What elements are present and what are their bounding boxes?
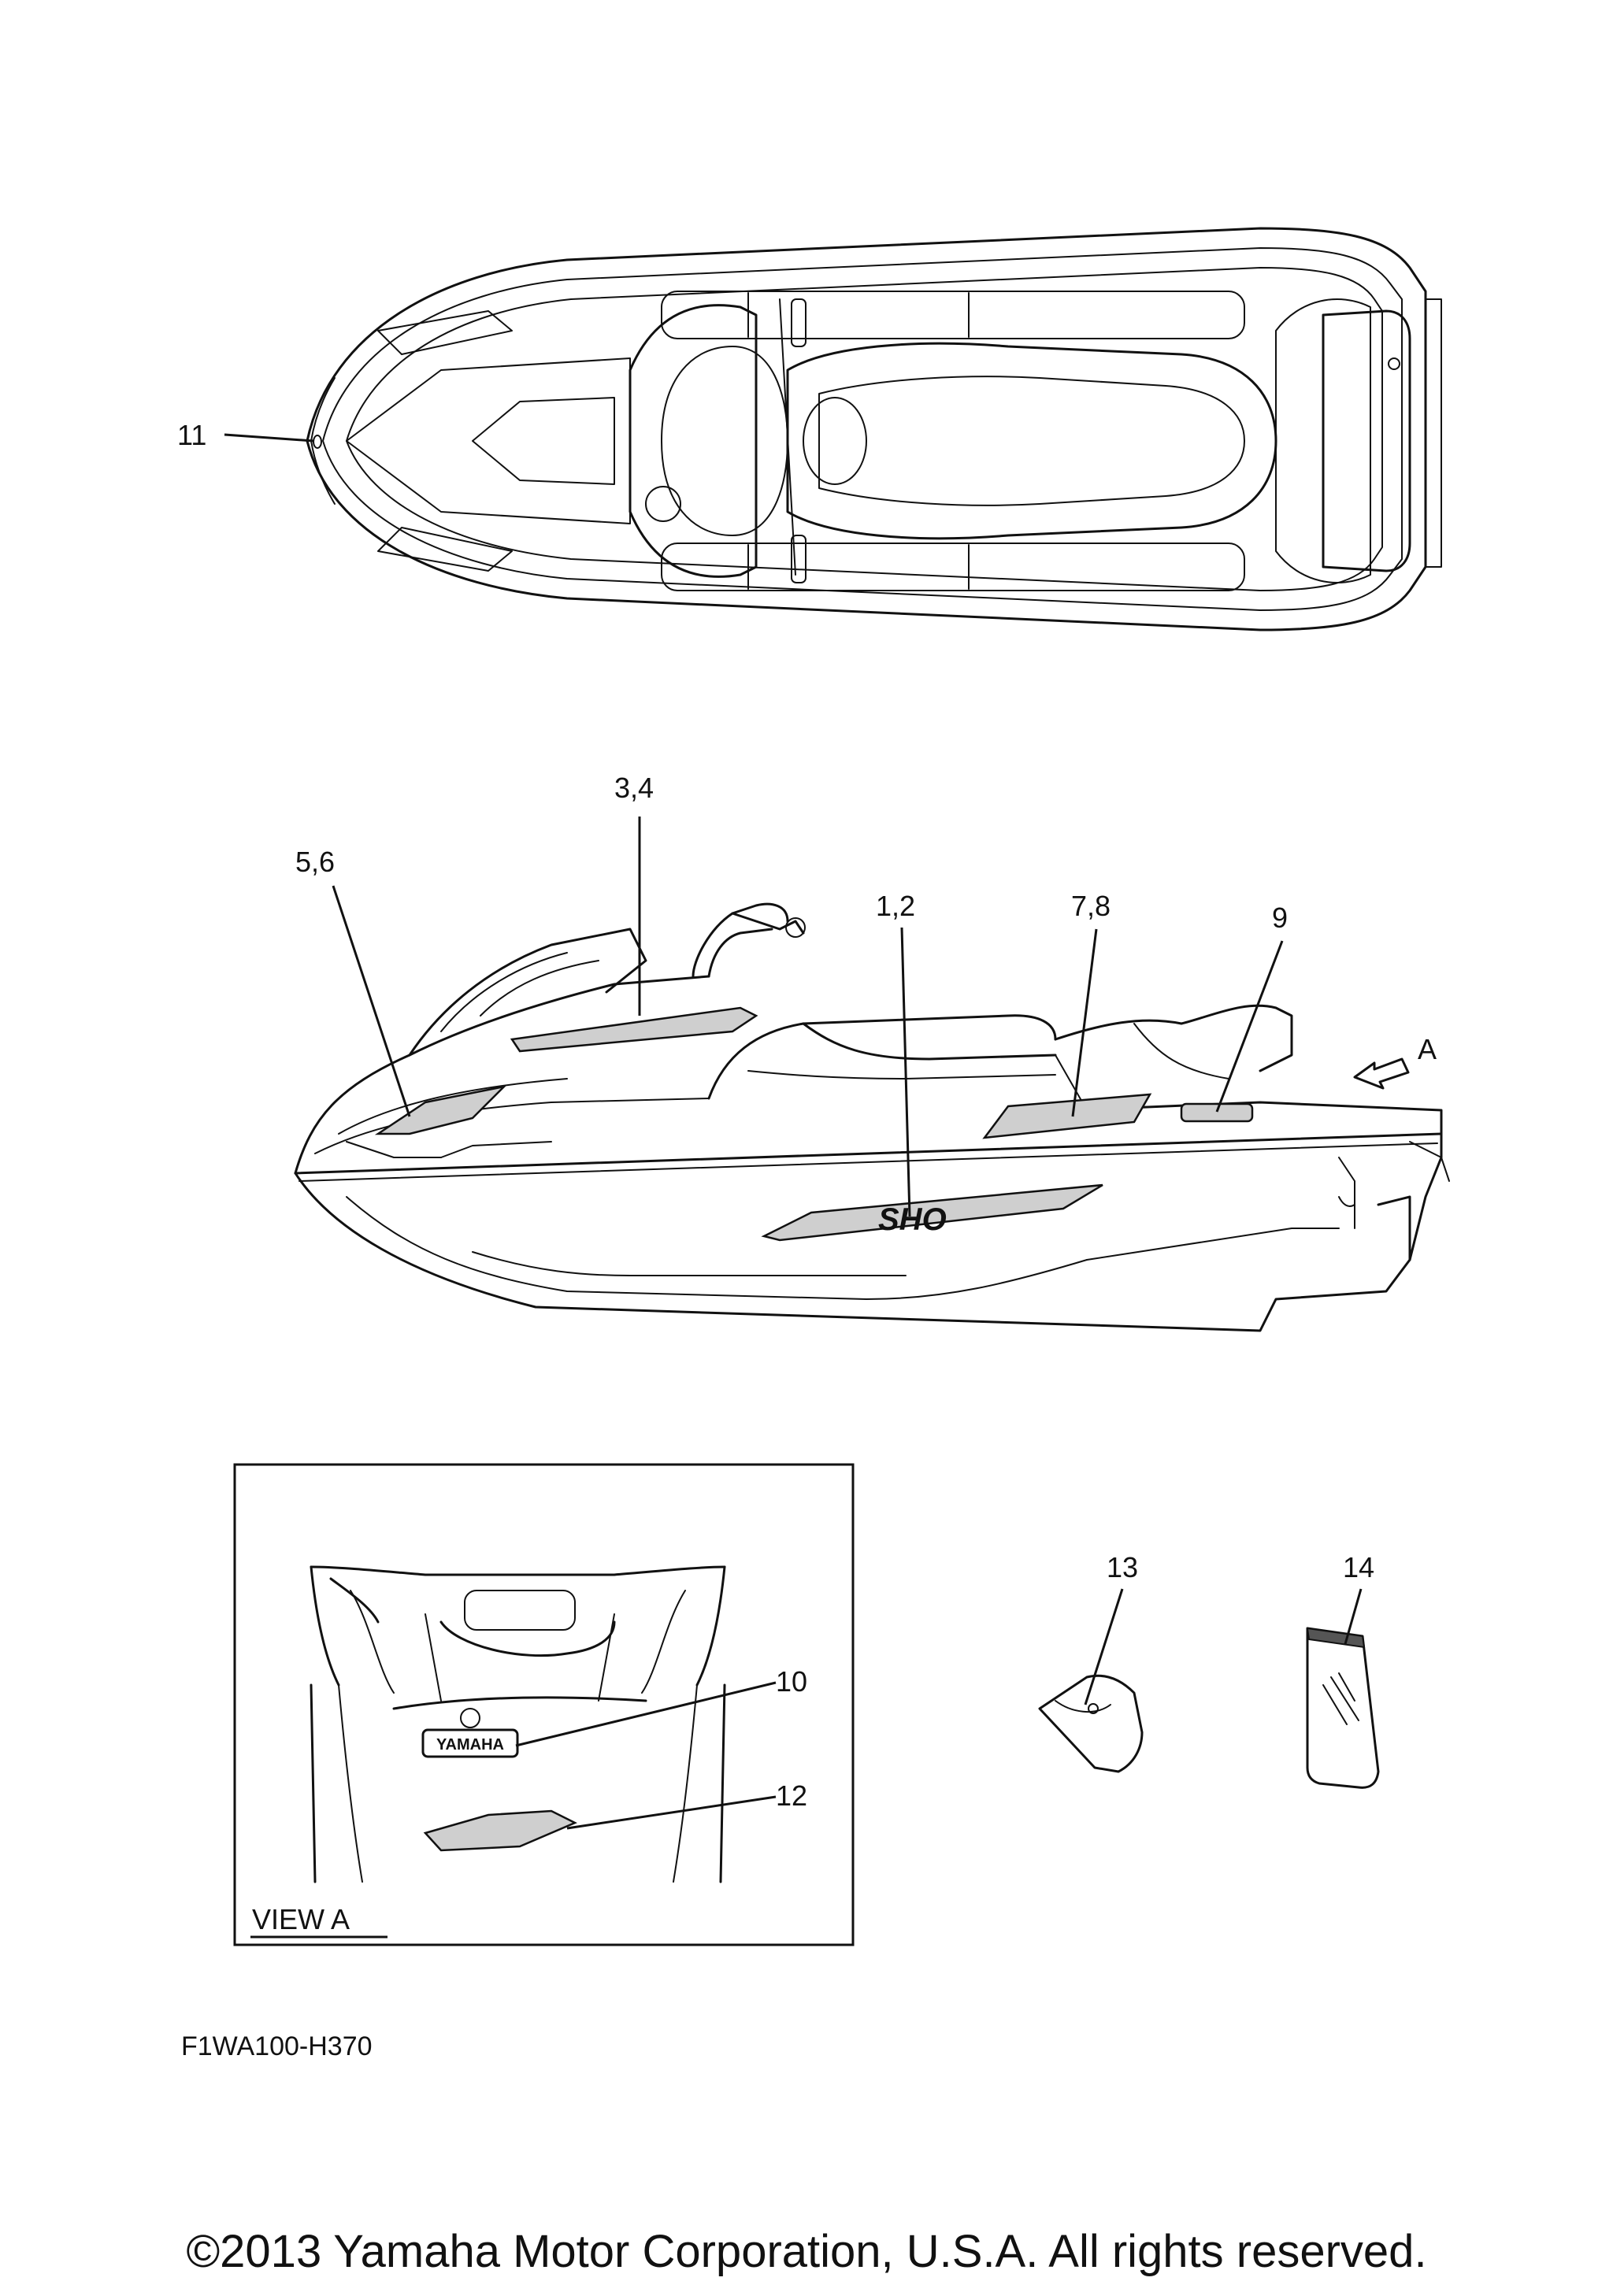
view-a-box: YAMAHA VIEW A [233,1463,855,1946]
callout-a: A [1418,1033,1437,1065]
top-view-watercraft [306,227,1442,631]
decal-9 [1180,1102,1254,1123]
callout-14: 14 [1343,1551,1374,1583]
callout-9: 9 [1272,902,1288,934]
decal-7-8 [982,1093,1152,1139]
callout-11: 11 [177,419,206,451]
item-12-decal [423,1809,577,1852]
diagram-code: F1WA100-H370 [181,2031,373,2061]
decal-5-6 [374,1084,507,1135]
callout-7-8: 7,8 [1071,890,1111,922]
copyright-notice: ©2013 Yamaha Motor Corporation, U.S.A. A… [186,2226,1427,2277]
item-14-bag [1306,1627,1380,1789]
item-11-bow-badge [313,435,322,449]
decal-3-4 [510,1006,758,1053]
leader-lines [224,433,1363,1830]
callout-10: 10 [776,1665,807,1698]
callout-12: 12 [776,1779,807,1812]
callout-5-6: 5,6 [295,846,335,878]
callout-3-4: 3,4 [614,772,654,804]
decal-1-2 [761,1183,1103,1242]
item-13-pouch [1038,1674,1144,1773]
callout-13: 13 [1107,1551,1138,1583]
view-a-label: VIEW A [252,1903,350,1935]
callout-1-2: 1,2 [876,890,915,922]
decal-sho-text: SHO [878,1202,947,1237]
yamaha-plate-text: YAMAHA [436,1736,504,1753]
side-view-watercraft: SHO [294,902,1450,1332]
item-10-yamaha-plate [421,1728,519,1758]
view-a-arrow [1353,1057,1410,1090]
